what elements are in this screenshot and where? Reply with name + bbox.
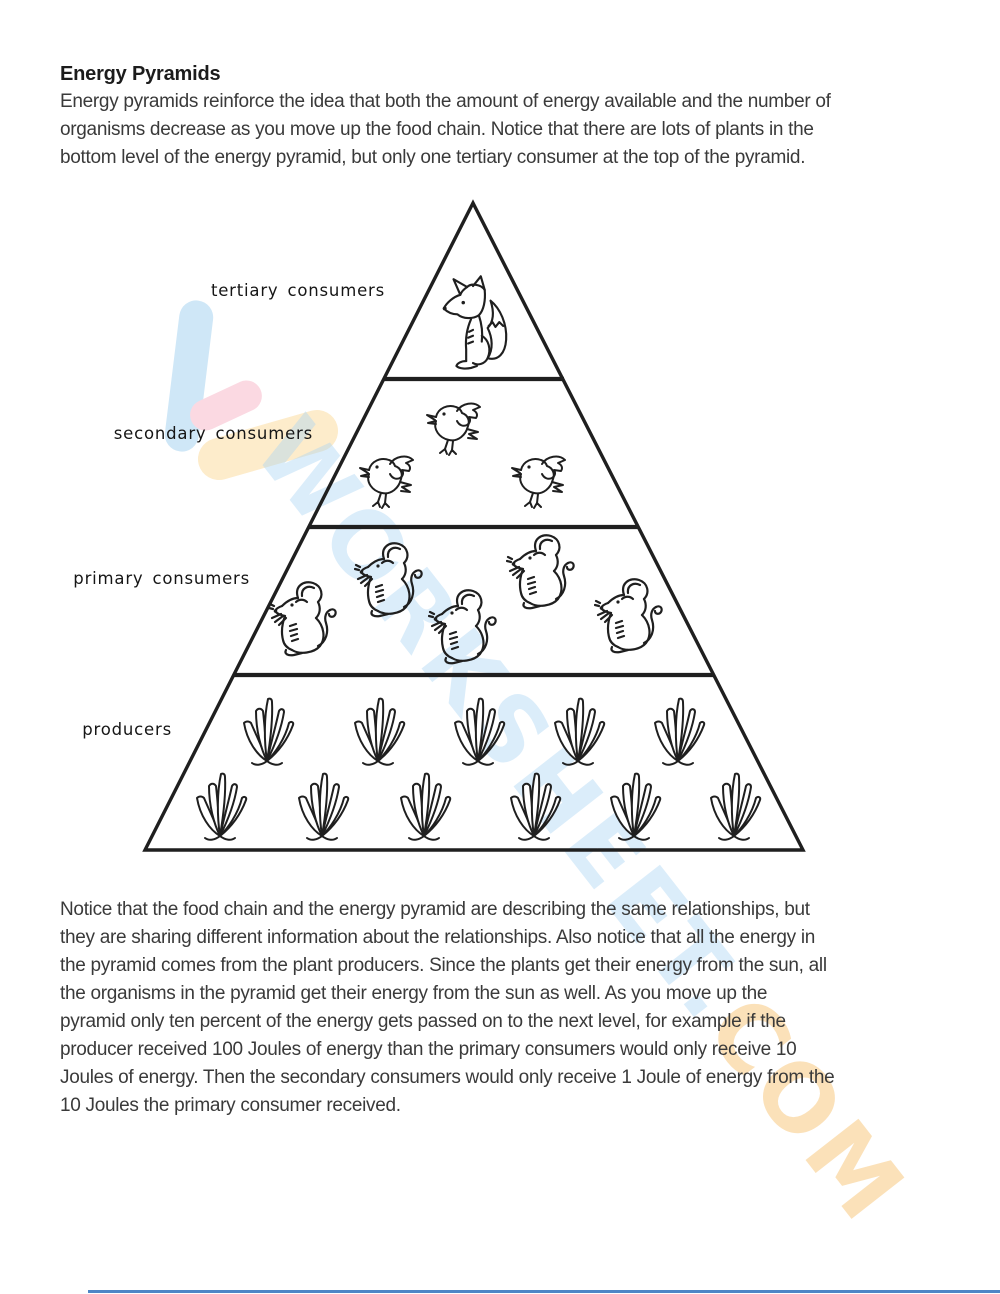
text-line: they are sharing different information a… <box>60 927 816 948</box>
text-line: producer received 100 Joules of energy t… <box>60 1039 797 1060</box>
text-line: Joules of energy. Then the secondary con… <box>60 1067 835 1088</box>
plant-drawing <box>298 772 350 841</box>
plant-drawing <box>196 772 248 841</box>
label-tertiary-consumers: tertiary consumers <box>211 281 385 300</box>
label-producers: producers <box>82 720 172 739</box>
footer-divider-line <box>88 1290 1000 1293</box>
plant-drawing <box>454 697 506 766</box>
plant-drawing <box>610 772 662 841</box>
bird-drawing <box>511 455 566 509</box>
plant-drawing <box>554 697 606 766</box>
intro-paragraph: Energy pyramids reinforce the idea that … <box>60 88 965 172</box>
mouse-drawing <box>354 542 423 618</box>
plant-drawing <box>243 697 295 766</box>
fox-drawing <box>441 275 508 370</box>
text-line: bottom level of the energy pyramid, but … <box>60 147 806 168</box>
text-line: Energy pyramids reinforce the idea that … <box>60 91 831 112</box>
text-line: the pyramid comes from the plant produce… <box>60 955 827 976</box>
bird-drawing <box>426 402 481 456</box>
bird-drawing <box>359 455 414 509</box>
text-line: Notice that the food chain and the energ… <box>60 899 810 920</box>
plant-drawing <box>510 772 562 841</box>
text-line: pyramid only ten percent of the energy g… <box>60 1011 786 1032</box>
mouse-drawing <box>594 578 663 654</box>
text-line: the organisms in the pyramid get their e… <box>60 983 768 1004</box>
intro-section: Energy Pyramids Energy pyramids reinforc… <box>60 60 965 172</box>
label-secondary-consumers: secondary consumers <box>114 424 313 443</box>
mouse-drawing <box>428 589 497 665</box>
text-line: 10 Joules the primary consumer received. <box>60 1095 401 1116</box>
text-line: organisms decrease as you move up the fo… <box>60 119 814 140</box>
energy-pyramid-figure: tertiary consumers secondary consumers p… <box>73 199 806 852</box>
plant-drawing <box>710 772 762 841</box>
plant-drawing <box>400 772 452 841</box>
page-title: Energy Pyramids <box>60 63 221 85</box>
plant-drawing <box>654 697 706 766</box>
body-section: Notice that the food chain and the energ… <box>60 896 965 1120</box>
body-paragraph: Notice that the food chain and the energ… <box>60 896 965 1120</box>
mouse-drawing <box>506 534 575 610</box>
plant-drawing <box>354 697 406 766</box>
label-primary-consumers: primary consumers <box>73 569 250 588</box>
mouse-drawing <box>268 581 337 657</box>
